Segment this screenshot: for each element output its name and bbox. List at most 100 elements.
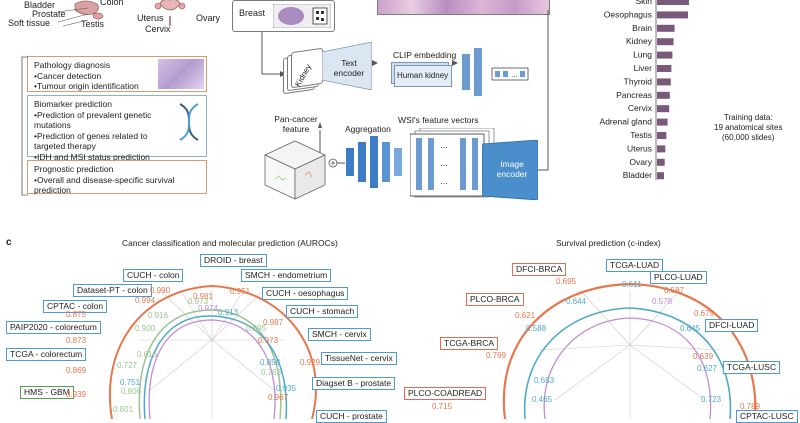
left-radar-value: 0.751 — [120, 378, 141, 387]
left-radar-value: 0.990 — [150, 286, 171, 295]
right-radar-value: 0.639 — [693, 352, 714, 361]
left-radar-value: 0.935 — [276, 384, 297, 393]
site-bar — [657, 172, 664, 180]
task-bracket — [21, 56, 28, 196]
site-bar — [657, 145, 666, 153]
left-radar-value: 0.987 — [263, 318, 284, 327]
left-radar-value: 0.981 — [193, 292, 214, 301]
site-bar — [657, 24, 675, 32]
tissue-patch-strip — [377, 0, 550, 15]
right-radar-value: 0.645 — [680, 324, 701, 333]
right-radar-value: 0.769 — [486, 351, 507, 360]
right-radar-value: 0.621 — [515, 311, 536, 320]
left-radar-value: 0.973 — [258, 336, 279, 345]
image-encoder-label: Image encoder — [496, 159, 528, 179]
right-radar-value: 0.679 — [694, 309, 715, 318]
left-tag: PAIP2020 - colorectum — [6, 321, 101, 334]
site-bar — [657, 51, 673, 59]
aggregation-label: Aggregation — [345, 124, 391, 134]
svg-text:…: … — [440, 177, 448, 186]
breast-label: Breast — [239, 8, 266, 18]
task-prognostic-prediction: Prognostic prediction Overall and diseas… — [27, 160, 207, 196]
left-radar-value: 0.616 — [137, 350, 158, 359]
left-radar-value: 0.895 — [246, 324, 267, 333]
human-kidney-label: Human kidney — [397, 71, 449, 80]
right-radar-value: 0.789 — [740, 402, 761, 411]
site-bar — [657, 38, 674, 46]
left-radar-value: 0.913 — [218, 308, 239, 317]
right-radar-orange-series — [502, 282, 757, 419]
left-tag: SMCH - endometrium — [241, 269, 332, 282]
svg-text:…: … — [511, 72, 518, 79]
site-bar — [657, 11, 688, 19]
site-label: Testis — [630, 130, 652, 140]
left-radar-value: 0.727 — [117, 361, 138, 370]
wsi-vectors-label: WSI's feature vectors — [398, 115, 479, 125]
image-encoder-block — [482, 140, 538, 200]
human-kidney-token: Human kidney — [391, 62, 452, 87]
pan-cancer-label: Pan-cancer feature — [274, 114, 318, 134]
anatomy-organs-icon — [57, 0, 186, 27]
dna-icon — [179, 103, 199, 141]
task-biomarker-item: Prediction of prevalent genetic mutation… — [34, 110, 164, 131]
left-tag: CUCH - prostate — [316, 410, 387, 423]
aggregation-network — [346, 136, 402, 188]
task-prognostic-title: Prognostic prediction — [34, 164, 114, 174]
left-tag: DROID - breast — [200, 254, 267, 267]
right-radar-value: 0.723 — [701, 395, 722, 404]
left-radar-title: Cancer classification and molecular pred… — [122, 238, 338, 248]
right-tag: PLCO-COADREAD — [404, 387, 487, 400]
left-radar-value: 0.916 — [148, 311, 169, 320]
left-tag: Diagset B - prostate — [312, 377, 396, 390]
clip-embedding-label: CLIP embedding — [393, 50, 457, 60]
left-radar-value: 0.858 — [260, 358, 281, 367]
text-embedding-vectors: … — [462, 48, 529, 96]
left-radar-value: 0.806 — [121, 387, 142, 396]
right-radar-value: 0.715 — [432, 402, 453, 411]
site-label: Adrenal gland — [600, 117, 653, 127]
left-tag: CUCH - oesophagus — [262, 287, 349, 300]
left-radar-value: 0.951 — [230, 287, 251, 296]
svg-text:…: … — [440, 141, 448, 150]
training-note-line: 19 anatomical sites — [714, 123, 783, 132]
task-pathology-title: Pathology diagnosis — [34, 60, 111, 70]
left-radar-value: 0.973 — [188, 297, 209, 306]
right-tag: TCGA-BRCA — [440, 337, 499, 350]
left-radar-value: 0.967 — [268, 393, 289, 402]
anatomy-figure — [0, 0, 235, 38]
left-radar-purple-series — [148, 319, 276, 419]
left-radar-value: 0.939 — [66, 390, 87, 399]
left-tag: Dataset-PT - colon — [73, 284, 152, 297]
site-bar — [657, 105, 670, 113]
task-biomarker-prediction: Biomarker prediction Prediction of preva… — [27, 95, 207, 162]
right-tag: DFCI-BRCA — [512, 263, 567, 276]
task-pathology-item: Tumour origin identification — [34, 81, 200, 92]
kidney-slide-stack: Kidney — [283, 47, 323, 95]
site-label: Kidney — [626, 36, 653, 46]
wsi-feature-matrix: … … … — [410, 128, 495, 198]
task-prognostic-item: Overall and disease-specific survival pr… — [34, 175, 200, 196]
left-radar-value: 0.869 — [66, 366, 87, 375]
left-radar-value: 0.974 — [198, 304, 219, 313]
training-sites-chart: SkinOesophagusBrainKidneyLungLiverThyroi… — [600, 0, 689, 180]
text-encoder-block — [322, 42, 372, 90]
training-note-line: (60,000 slides) — [722, 133, 775, 142]
anatomy-label-colon: Colon — [100, 0, 124, 7]
site-bar — [657, 0, 689, 5]
left-radar-value: 0.873 — [66, 336, 87, 345]
anatomy-label-soft-tissue: Soft tissue — [8, 18, 51, 28]
left-radar-value: 0.801 — [113, 405, 134, 414]
right-radar-value: 0.465 — [532, 395, 553, 404]
right-tag: PLCO-BRCA — [466, 293, 524, 306]
pan-cancer-cube — [264, 140, 338, 200]
right-radar-title: Survival prediction (c-index) — [556, 238, 661, 248]
task-pathology-item: Cancer detection — [34, 71, 200, 82]
right-tag: DFCI-LUAD — [705, 319, 759, 332]
site-label: Cervix — [628, 103, 653, 113]
left-radar-value: 0.763 — [261, 368, 282, 377]
site-label: Bladder — [623, 170, 652, 180]
site-bar — [657, 158, 665, 166]
site-label: Skin — [635, 0, 652, 6]
site-bar — [657, 118, 668, 126]
panel-label-c: c — [6, 237, 12, 248]
